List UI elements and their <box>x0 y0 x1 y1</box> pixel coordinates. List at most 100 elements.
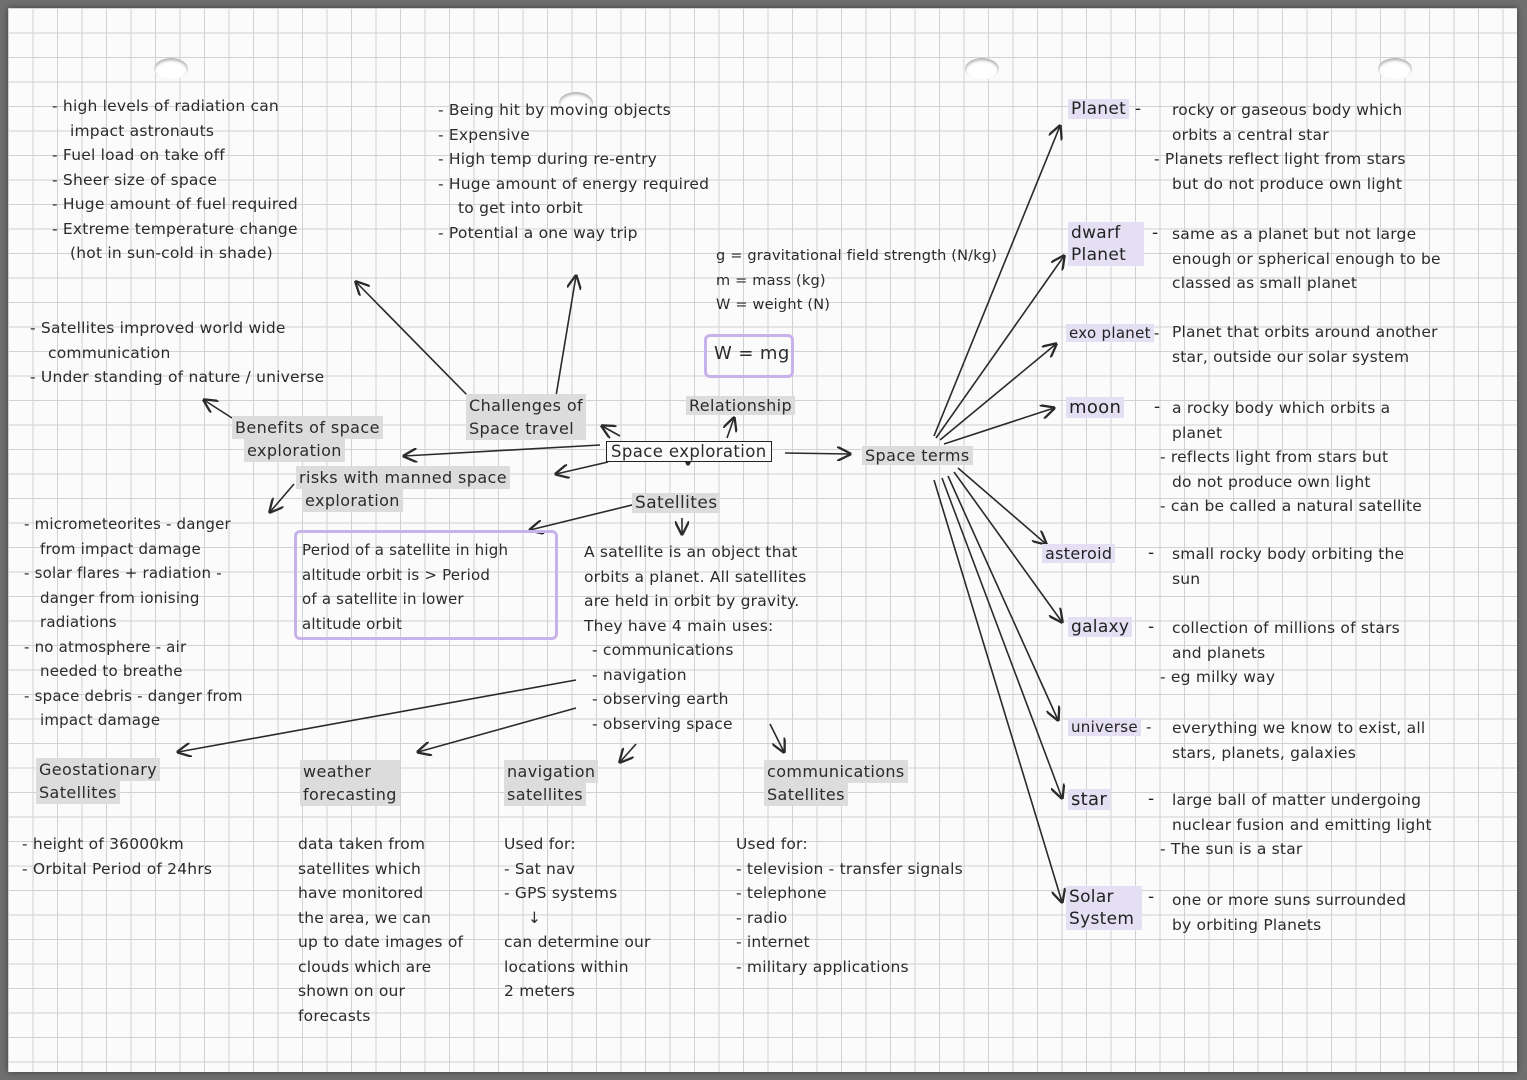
challenges-line: - Being hit by moving objects <box>438 101 671 119</box>
term-separator: - <box>1154 397 1161 417</box>
satellites-text: Satellites <box>632 493 721 513</box>
period-line: Period of a satellite in high <box>302 541 509 559</box>
nav-body-line: - Sat nav <box>504 859 576 878</box>
weather-body-line: have monitored <box>298 884 424 902</box>
def-line: star, outside our solar system <box>1172 347 1410 366</box>
term-text: exo planet <box>1066 324 1154 342</box>
def-line: by orbiting Planets <box>1172 915 1322 934</box>
term-separator: - <box>1152 223 1159 243</box>
term-exo-planet: exo planet- <box>1066 322 1160 345</box>
satellites-label: Satellites <box>632 492 721 515</box>
arrow-to-relationship <box>727 418 734 439</box>
period-line: altitude orbit is > Period <box>302 565 491 584</box>
geo-title: Geostationary Satellites <box>36 758 161 804</box>
weather-body-line: up to date images of <box>298 933 464 951</box>
space-terms-label: Space terms <box>862 444 973 467</box>
challenges-list: - Being hit by moving objects - Expensiv… <box>438 98 709 245</box>
def-line: rocky or gaseous body which <box>1172 101 1403 119</box>
risks-label-line: risks with manned space <box>296 466 510 489</box>
risks-line: impact astronauts <box>70 121 215 140</box>
arrow-to-dwarf-planet <box>935 256 1064 439</box>
variable-line: g = gravitational field strength (N/kg) <box>716 248 998 264</box>
term-separator: - <box>1145 718 1152 736</box>
weather-title: weather forecasting <box>300 760 400 806</box>
geo-body-line: - Orbital Period of 24hrs <box>22 859 213 878</box>
challenges-line: - Potential a one way trip <box>438 223 638 242</box>
connector-arrows <box>8 8 1517 1072</box>
nav-title: navigation satellites <box>504 760 599 806</box>
punch-hole <box>1378 58 1412 80</box>
dangers-line: - solar flares + radiation - <box>24 564 222 582</box>
comms-body-line: - military applications <box>736 957 909 976</box>
dangers-line: radiations <box>40 613 117 631</box>
def-moon: a rocky body which orbits a planet - ref… <box>1160 396 1422 519</box>
dangers-list: - micrometeorites - danger from impact d… <box>24 512 243 733</box>
comms-body: Used for: - television - transfer signal… <box>736 832 963 979</box>
weather-body-line: the area, we can <box>298 908 431 927</box>
central-topic-text: Space exploration <box>606 441 772 462</box>
risks-line: - Fuel load on take off <box>52 146 225 164</box>
term-text: asteroid <box>1042 544 1116 563</box>
term-text: dwarf Planet <box>1068 222 1144 266</box>
nav-body-line: locations within <box>504 957 629 976</box>
nav-body-line: ↓ <box>528 908 542 927</box>
def-line: same as a planet but not large <box>1172 225 1417 243</box>
formula-box <box>704 334 794 378</box>
relationship-label: Relationship <box>686 394 796 417</box>
punch-hole <box>154 58 188 80</box>
arrow-to-period-box <box>530 503 637 530</box>
variable-line: W = weight (N) <box>716 297 831 313</box>
dangers-line: - space debris - danger from <box>24 686 243 705</box>
comms-body-line: - internet <box>736 933 810 951</box>
weather-body-line: shown on our <box>298 982 406 1000</box>
def-solar-system: one or more suns surrounded by orbiting … <box>1172 888 1406 937</box>
weather-body-line: forecasts <box>298 1006 371 1025</box>
challenges-line: - High temp during re-entry <box>438 150 658 168</box>
risks-label-line: exploration <box>302 489 403 512</box>
term-separator: - <box>1148 789 1155 809</box>
arrow-to-challenges <box>602 426 621 436</box>
term-galaxy: galaxy <box>1068 616 1133 639</box>
def-line: sun <box>1172 569 1201 588</box>
arrow-to-planet <box>933 126 1060 437</box>
arrow-to-exo-planet <box>939 344 1056 441</box>
term-planet: Planet - <box>1068 98 1141 121</box>
arrow-to-asteroid <box>957 467 1046 544</box>
arrow-to-universe <box>947 475 1058 720</box>
def-line: classed as small planet <box>1172 274 1358 292</box>
geo-title-line: Satellites <box>36 781 120 804</box>
def-line: but do not produce own light <box>1172 174 1403 193</box>
weather-body-line: satellites which <box>298 859 422 878</box>
def-line: - The sun is a star <box>1160 840 1303 858</box>
term-universe: universe - <box>1068 716 1152 739</box>
arrow-to-star <box>941 477 1062 798</box>
arrow-to-weather <box>418 707 577 752</box>
risks-line: - Extreme temperature change <box>52 219 298 238</box>
def-universe: everything we know to exist, all stars, … <box>1172 716 1425 765</box>
arrow-to-benefits <box>404 444 601 456</box>
term-text: universe <box>1068 718 1141 736</box>
benefits-label: Benefits of space exploration <box>232 416 383 462</box>
def-line: one or more suns surrounded <box>1172 891 1407 909</box>
def-line: - Planets reflect light from stars <box>1154 150 1406 168</box>
nav-body-line: can determine our <box>504 933 651 951</box>
benefits-list: - Satellites improved world wide communi… <box>30 316 324 390</box>
dangers-line: danger from ionising <box>40 588 200 607</box>
term-asteroid: asteroid <box>1042 542 1116 565</box>
arrow-to-risks-list <box>356 282 469 397</box>
risks-to-dangers-line <box>270 483 295 512</box>
term-dwarf-planet: dwarf Planet <box>1068 222 1144 266</box>
term-text: moon <box>1066 397 1125 418</box>
term-text: Planet <box>1068 99 1130 119</box>
comms-body-line: Used for: <box>736 835 808 853</box>
def-line: enough or spherical enough to be <box>1172 249 1441 268</box>
risks-line: (hot in sun-cold in shade) <box>70 244 273 262</box>
variable-line: m = mass (kg) <box>716 272 826 289</box>
term-separator: - <box>1148 887 1155 907</box>
benefits-label-line: Benefits of space <box>232 416 383 439</box>
dangers-line: needed to breathe <box>40 662 183 680</box>
comms-title-line: communications <box>764 760 908 783</box>
challenges-label-line: Challenges of <box>466 394 587 417</box>
geo-title-line: Geostationary <box>36 758 161 781</box>
arrow-to-geo <box>178 679 577 752</box>
